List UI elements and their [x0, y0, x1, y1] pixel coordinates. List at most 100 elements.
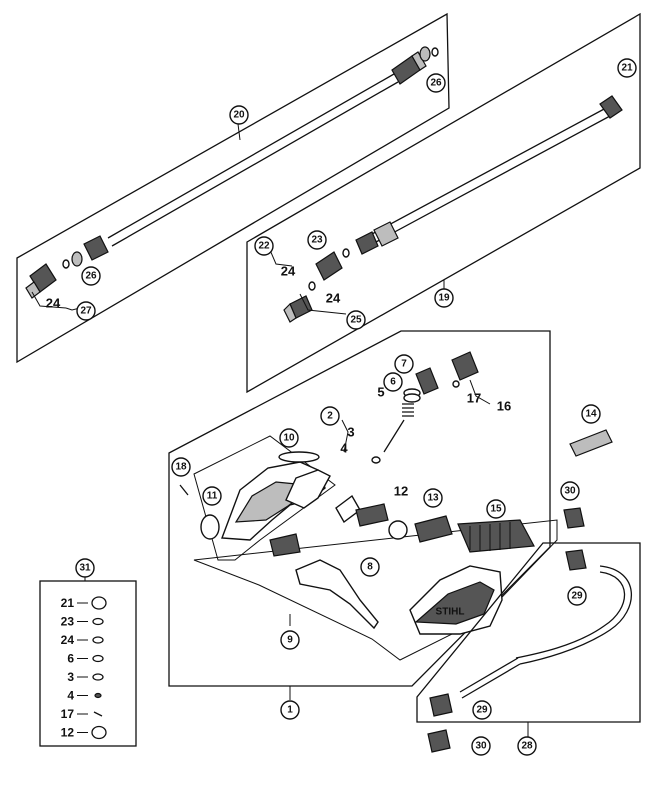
label-c16: 16 [497, 399, 511, 414]
svg-text:26: 26 [85, 271, 97, 282]
o-ring-large-icon [91, 725, 107, 740]
callout-c22: 22 [254, 236, 274, 256]
seal-10 [278, 451, 320, 463]
label-c5: 5 [377, 385, 384, 400]
svg-text:4: 4 [67, 689, 74, 703]
tube-13 [414, 515, 453, 543]
svg-text:22: 22 [258, 241, 270, 252]
svg-text:12: 12 [61, 726, 75, 740]
svg-text:26: 26 [430, 78, 442, 89]
callout-c14: 14 [581, 404, 601, 424]
callout-c9: 9 [280, 630, 300, 650]
handle-grip: STIHL [409, 565, 503, 635]
o-ring-small-icon [92, 636, 104, 644]
svg-text:2: 2 [327, 411, 333, 422]
label-c24b: 24 [281, 264, 296, 279]
svg-text:19: 19 [438, 293, 450, 304]
callout-c19: 19 [434, 288, 454, 308]
svg-text:31: 31 [79, 563, 91, 574]
label-c24a: 24 [46, 296, 61, 311]
svg-text:28: 28 [521, 741, 533, 752]
kit-legend-row: 17 [61, 707, 103, 721]
svg-text:21: 21 [61, 596, 75, 610]
sleeve-15 [457, 519, 535, 553]
nut-30-top [563, 507, 585, 529]
svg-text:15: 15 [490, 504, 502, 515]
pin-icon [93, 711, 103, 717]
callout-c1: 1 [280, 700, 300, 720]
svg-text:3: 3 [67, 670, 74, 684]
callout-c10: 10 [279, 428, 299, 448]
callout-c27: 27 [76, 301, 96, 321]
callout-c2: 2 [320, 406, 340, 426]
kit-legend-row: 12 [61, 725, 107, 740]
o-ring-double-icon [92, 654, 104, 663]
svg-text:23: 23 [61, 615, 75, 629]
o-ring-double-icon [92, 617, 104, 626]
svg-text:9: 9 [287, 635, 293, 646]
svg-text:27: 27 [80, 306, 92, 317]
svg-text:6: 6 [390, 377, 396, 388]
trigger-8 [269, 533, 379, 630]
svg-text:13: 13 [427, 493, 439, 504]
screw-18 [179, 484, 189, 496]
o-ring-11 [200, 514, 220, 540]
svg-text:10: 10 [283, 433, 295, 444]
lance-parts [335, 494, 535, 553]
filter-14 [569, 429, 613, 457]
svg-text:29: 29 [476, 705, 488, 716]
valve-pin-3 [383, 419, 405, 453]
loose-parts [427, 429, 613, 753]
svg-text:1: 1 [287, 705, 293, 716]
o-ring-large-icon [91, 596, 107, 610]
callout-c25: 25 [346, 310, 366, 330]
svg-text:29: 29 [571, 591, 583, 602]
svg-text:11: 11 [207, 491, 218, 502]
svg-text:25: 25 [350, 315, 362, 326]
kit-legend-row: 3 [67, 670, 104, 684]
gun-housing [179, 451, 331, 541]
kit-legend-rows: 21 23 24 6 3 4 17 12 [61, 596, 107, 740]
kit-legend-row: 6 [67, 652, 104, 666]
svg-text:6: 6 [67, 652, 74, 666]
label-c17: 17 [467, 391, 481, 406]
callout-c30a: 30 [560, 481, 580, 501]
callout-c11: 11 [202, 486, 222, 506]
callout-c15: 15 [486, 499, 506, 519]
gun-decal-text: STIHL [436, 607, 465, 618]
kit-legend-row: 23 [61, 615, 104, 629]
o-ring-small-icon [92, 673, 104, 681]
svg-text:18: 18 [175, 462, 187, 473]
svg-text:30: 30 [564, 486, 576, 497]
callout-c31: 31 [75, 558, 95, 578]
kit-legend-31 [39, 575, 137, 747]
o-ring-12 [388, 520, 408, 540]
svg-text:20: 20 [233, 110, 245, 121]
callout-c18: 18 [171, 457, 191, 477]
connector-16 [451, 351, 491, 405]
callout-c30b: 30 [471, 736, 491, 756]
callout-c28: 28 [517, 736, 537, 756]
o-ring-tiny-icon [94, 692, 102, 699]
svg-text:23: 23 [311, 235, 323, 246]
svg-text:8: 8 [367, 562, 373, 573]
label-c4: 4 [340, 441, 348, 456]
nut-30-bottom [427, 729, 451, 753]
svg-text:30: 30 [475, 741, 487, 752]
panel-wand-19 [246, 12, 641, 394]
callout-c20: 20 [229, 105, 249, 125]
callout-c29a: 29 [567, 586, 587, 606]
svg-text:24: 24 [61, 633, 75, 647]
cap-7 [415, 367, 439, 395]
kit-legend-row: 4 [67, 689, 102, 703]
panel-gun-assembly-1 [168, 330, 558, 700]
label-c24c: 24 [326, 291, 341, 306]
svg-text:7: 7 [401, 359, 407, 370]
callout-c26b: 26 [81, 266, 101, 286]
callout-c8: 8 [360, 557, 380, 577]
svg-text:21: 21 [621, 63, 633, 74]
callout-c7: 7 [394, 354, 414, 374]
